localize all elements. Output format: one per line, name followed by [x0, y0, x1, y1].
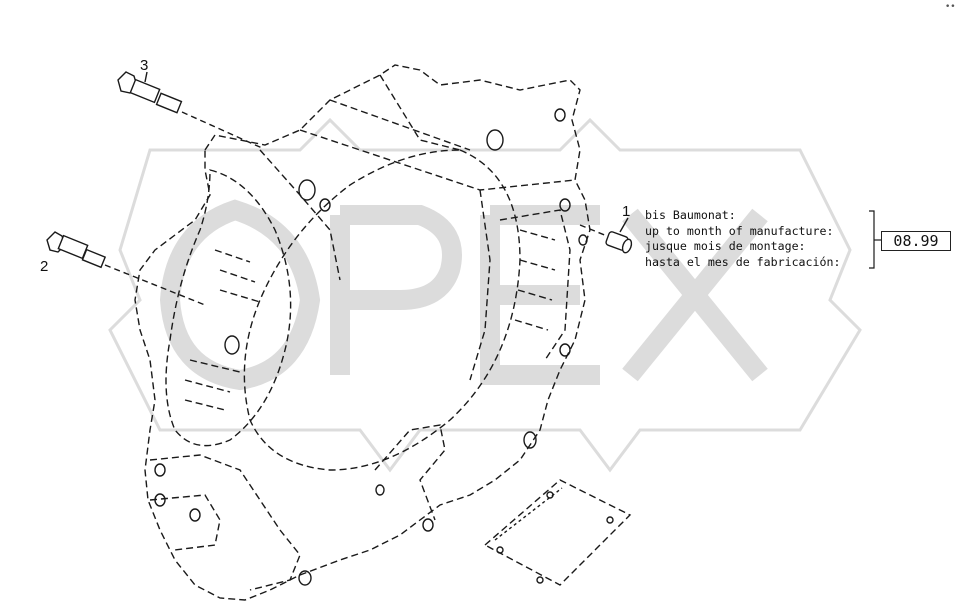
callout-part-1: 1 [622, 203, 631, 220]
note-bracket [869, 210, 881, 269]
corner-mark: •• [945, 2, 956, 12]
sensor-part-2 [46, 231, 206, 306]
note-line-es: hasta el mes de fabricación: [645, 254, 841, 269]
callout-part-2: 2 [40, 258, 49, 275]
callout-part-3: 3 [140, 57, 149, 74]
note-line-de: bis Baumonat: [645, 208, 736, 222]
plug-part-1 [579, 217, 633, 254]
sensor-part-3 [117, 71, 263, 149]
date-box: 08.99 [881, 231, 951, 251]
manufacture-date-note: bis Baumonat:up to month of manufacture:… [645, 208, 840, 270]
note-line-fr: jusque mois de montage: [645, 239, 806, 253]
flywheel-housing [134, 64, 632, 601]
bolt-holes [154, 108, 614, 586]
watermark-logo [108, 117, 862, 473]
note-line-en: up to month of manufacture: [645, 223, 834, 238]
